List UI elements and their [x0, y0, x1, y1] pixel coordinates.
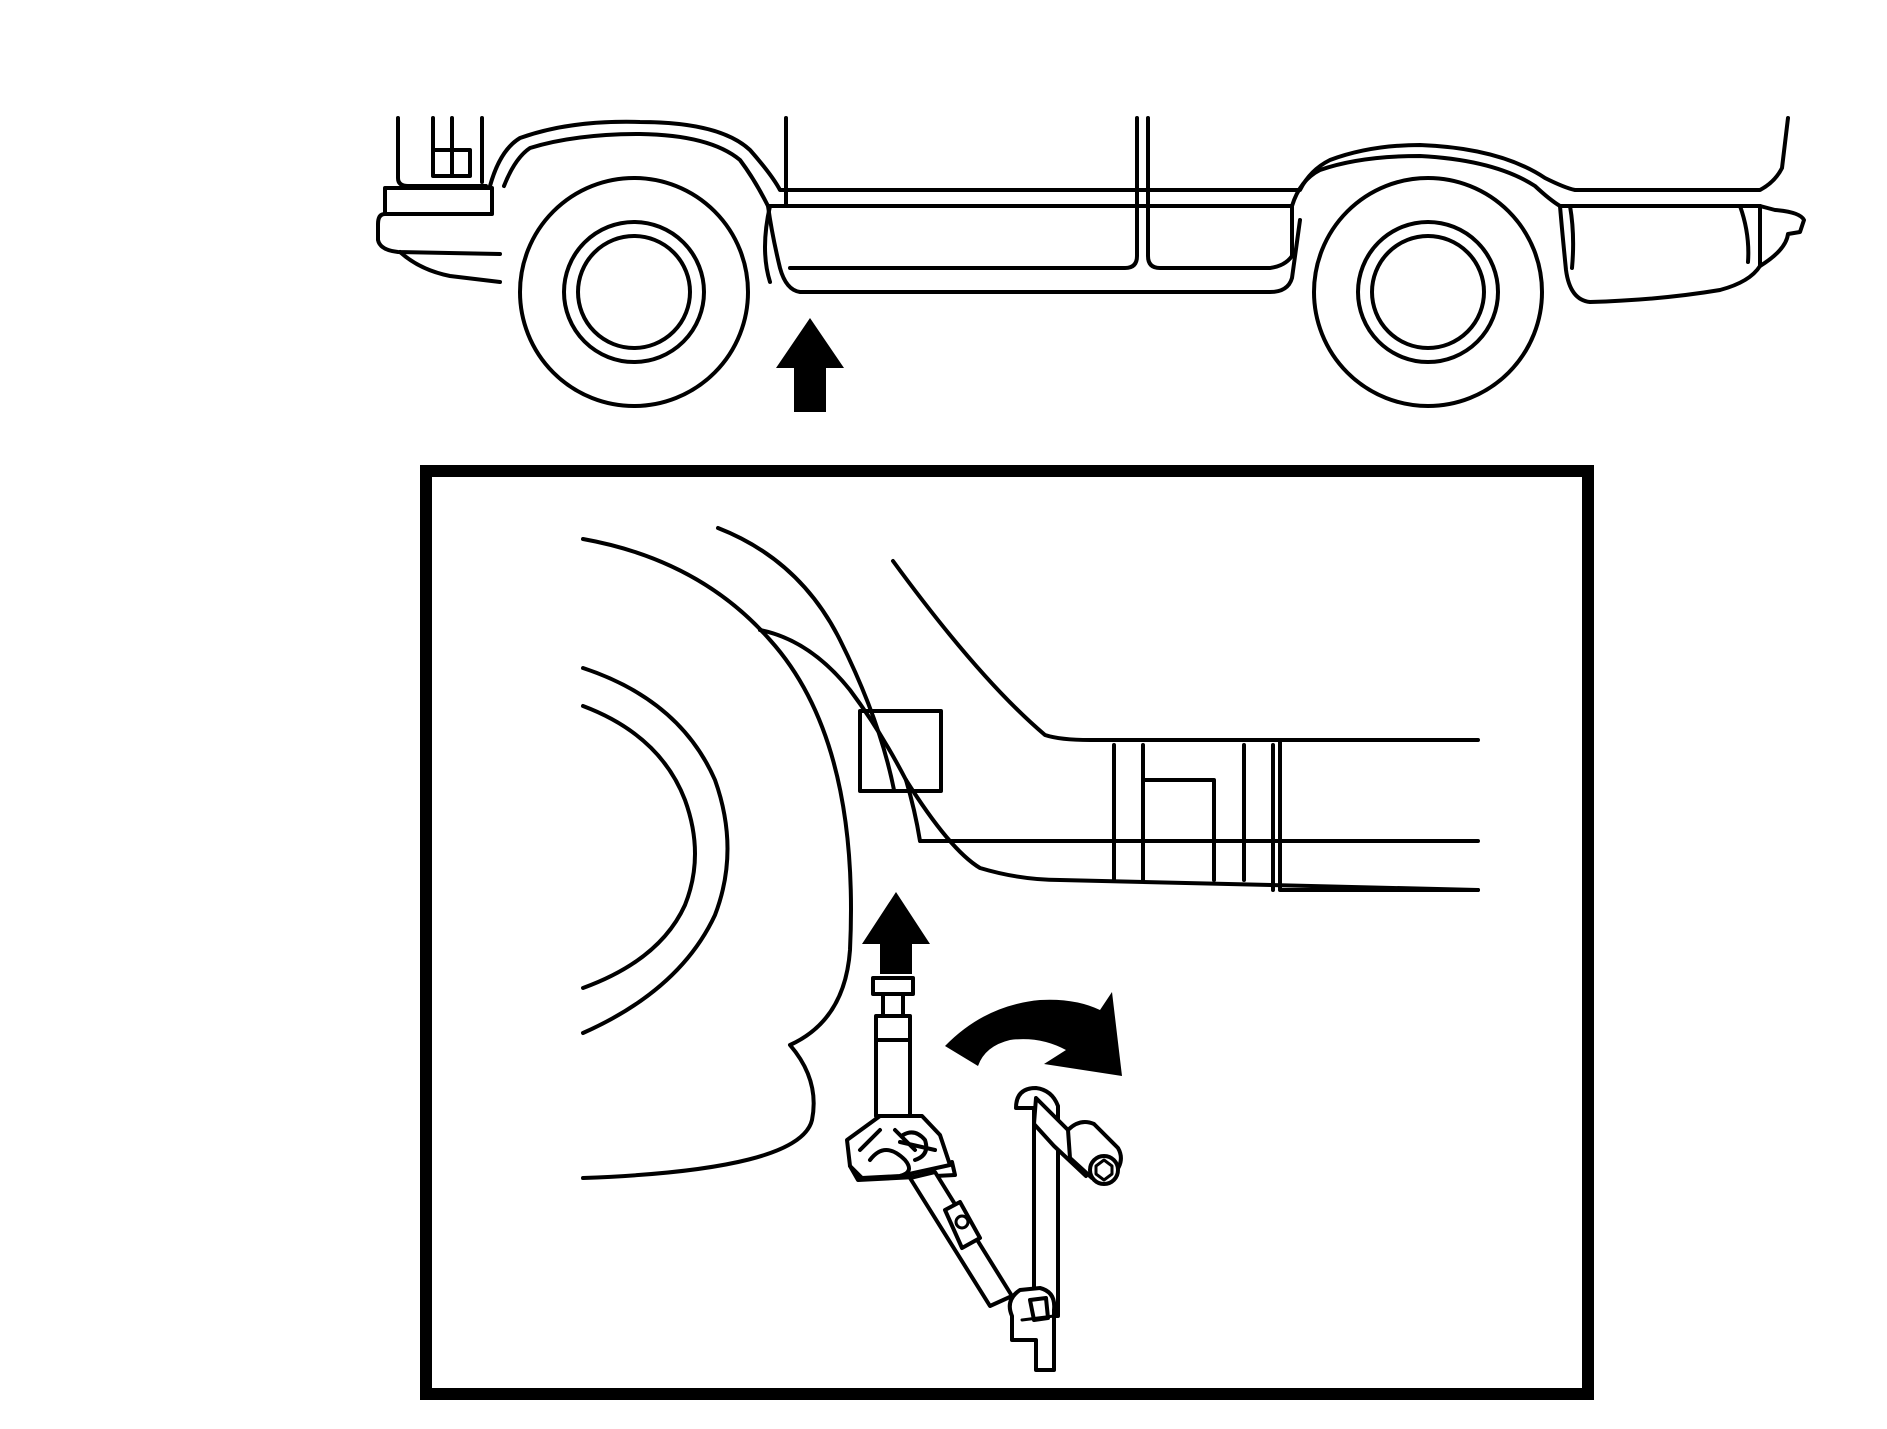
jack-point-marker: [858, 709, 943, 793]
detail-sill-rocker: [891, 559, 1480, 892]
front-wheel: [1312, 176, 1544, 408]
lift-arrow-icon: [862, 892, 930, 974]
vehicle-side-view: [376, 116, 1806, 408]
vehicle-rear: [376, 116, 502, 284]
jack-handle-crank: [908, 1086, 1123, 1372]
rotate-clockwise-arrow-icon: [945, 992, 1122, 1076]
detail-wheel-arch: [581, 526, 908, 1180]
vehicle-body: [488, 116, 1806, 304]
jack-point-arrow-icon: [776, 318, 844, 412]
scissor-jack: [845, 976, 957, 1182]
detail-inset-frame: [420, 465, 1594, 1400]
rear-wheel: [518, 176, 750, 408]
